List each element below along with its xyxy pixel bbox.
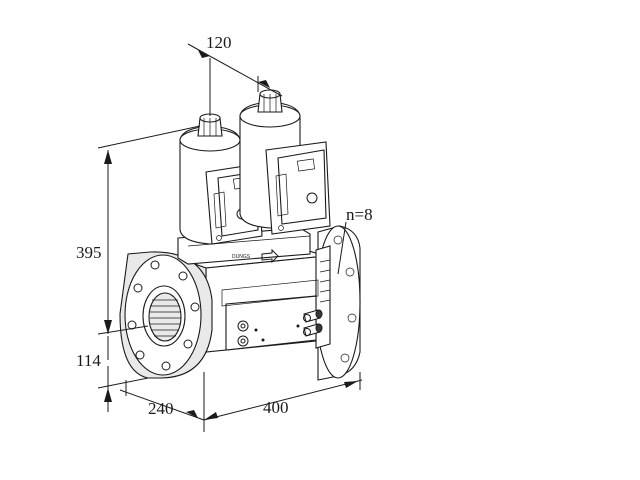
control-plate xyxy=(221,279,319,351)
dim-bolt-count: n=8 xyxy=(346,205,373,224)
solenoid-coil-right xyxy=(239,89,331,235)
dim-depth: 240 xyxy=(148,399,174,418)
dim-flange-center: 114 xyxy=(76,351,101,370)
dim-height: 395 xyxy=(76,243,102,262)
dim-length: 400 xyxy=(263,398,289,417)
front-flange xyxy=(119,251,213,379)
svg-text:DUNGS: DUNGS xyxy=(232,254,251,260)
dimension-lines xyxy=(97,43,363,432)
pressure-fittings xyxy=(303,309,323,337)
dim-top-spacing: 120 xyxy=(206,33,232,52)
